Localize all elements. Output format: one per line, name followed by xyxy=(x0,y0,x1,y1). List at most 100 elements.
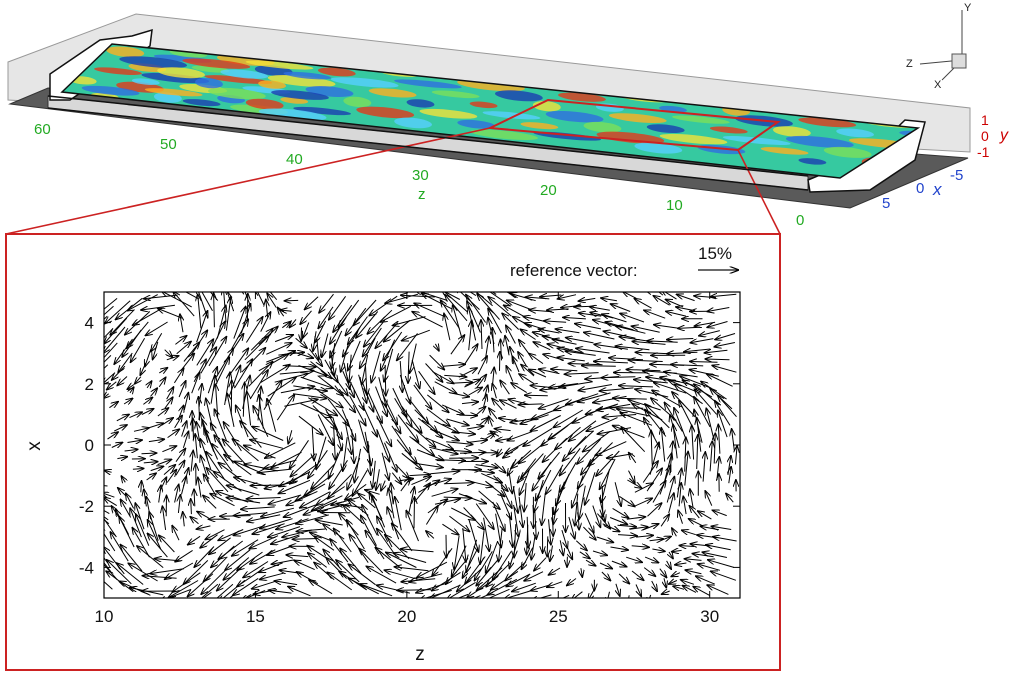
velocity-arrow xyxy=(121,476,125,482)
velocity-arrow xyxy=(383,331,403,360)
velocity-arrow xyxy=(104,526,116,552)
velocity-arrow xyxy=(373,460,376,488)
velocity-arrow xyxy=(475,407,485,416)
velocity-arrow xyxy=(579,384,612,391)
velocity-arrow xyxy=(579,485,586,519)
velocity-arrow xyxy=(675,563,687,565)
velocity-arrow xyxy=(169,580,199,598)
velocity-arrow xyxy=(711,526,732,529)
velocity-arrow xyxy=(692,426,694,460)
velocity-arrow xyxy=(384,348,394,382)
velocity-arrow xyxy=(667,352,698,353)
velocity-arrow xyxy=(117,457,127,459)
z-axis-label-3d: z xyxy=(418,186,426,203)
velocity-arrow xyxy=(207,468,229,493)
velocity-arrow xyxy=(314,387,343,407)
velocity-arrow xyxy=(182,432,188,449)
velocity-arrow xyxy=(254,292,265,306)
contour-blob xyxy=(659,133,728,145)
velocity-arrow xyxy=(272,559,295,565)
zoom-line-right xyxy=(737,149,781,235)
velocity-arrow xyxy=(162,506,165,530)
x-tick-label: 4 xyxy=(85,314,94,333)
velocity-arrow xyxy=(376,429,389,462)
velocity-arrow xyxy=(227,498,261,504)
velocity-arrow xyxy=(397,333,418,360)
contour-blob xyxy=(823,146,872,158)
velocity-arrow xyxy=(478,418,488,426)
velocity-arrow xyxy=(249,370,268,400)
velocity-arrow xyxy=(600,388,634,391)
velocity-arrow xyxy=(167,429,180,439)
velocity-arrow xyxy=(268,526,301,538)
velocity-arrow xyxy=(549,567,561,575)
velocity-arrow xyxy=(714,433,715,464)
contour-blob xyxy=(608,113,667,123)
velocity-arrow xyxy=(707,321,728,328)
velocity-arrow xyxy=(175,336,186,345)
velocity-arrow xyxy=(194,489,195,507)
velocity-arrow xyxy=(505,336,510,356)
velocity-arrow xyxy=(244,292,252,308)
velocity-arrow xyxy=(435,460,465,461)
velocity-arrow xyxy=(111,443,123,448)
velocity-arrow xyxy=(188,535,201,544)
velocity-arrow xyxy=(609,408,644,409)
velocity-arrow xyxy=(183,393,188,411)
velocity-arrow xyxy=(348,340,361,371)
velocity-arrow xyxy=(668,493,674,514)
contour-blob xyxy=(457,119,496,129)
velocity-arrow xyxy=(463,527,466,562)
velocity-arrow xyxy=(312,426,314,460)
velocity-arrow xyxy=(240,304,250,334)
contour-blob xyxy=(520,122,559,130)
velocity-arrow xyxy=(651,398,677,421)
velocity-arrow xyxy=(556,329,580,334)
velocity-arrow xyxy=(494,462,506,473)
velocity-arrow xyxy=(521,453,544,479)
velocity-arrow xyxy=(475,465,498,468)
velocity-arrow xyxy=(718,410,728,438)
velocity-arrow xyxy=(371,350,381,383)
velocity-arrow xyxy=(258,354,289,372)
velocity-arrow xyxy=(469,292,477,297)
velocity-arrow xyxy=(210,376,215,404)
velocity-arrow xyxy=(582,366,616,367)
velocity-arrow xyxy=(211,423,227,454)
velocity-arrow xyxy=(173,292,195,317)
velocity-arrow xyxy=(183,512,185,527)
velocity-arrow xyxy=(599,562,612,569)
contour-blob xyxy=(798,117,857,128)
reference-vector: reference vector: 15% xyxy=(510,244,738,280)
velocity-arrow xyxy=(316,436,327,470)
z-tick-3d: 50 xyxy=(160,136,177,153)
velocity-arrow xyxy=(445,295,468,322)
velocity-arrow xyxy=(393,316,426,326)
velocity-arrow xyxy=(531,594,552,598)
velocity-arrow xyxy=(157,460,172,466)
velocity-arrow xyxy=(176,342,191,355)
x-tick-3d: -5 xyxy=(950,167,963,184)
velocity-arrow xyxy=(607,591,610,598)
velocity-arrow xyxy=(442,292,468,313)
velocity-arrow xyxy=(334,529,352,553)
velocity-arrow xyxy=(395,497,402,531)
velocity-arrow xyxy=(685,438,686,472)
velocity-arrow xyxy=(616,346,650,351)
velocity-arrow xyxy=(531,415,561,432)
velocity-arrow xyxy=(697,435,698,470)
velocity-arrow xyxy=(631,570,644,580)
contour-blob xyxy=(81,85,140,96)
velocity-arrow xyxy=(177,406,183,421)
contour-blob xyxy=(646,124,685,133)
velocity-arrow xyxy=(191,499,192,515)
velocity-arrow xyxy=(296,514,329,524)
velocity-arrow xyxy=(149,512,159,541)
velocity-arrow xyxy=(247,498,281,499)
velocity-arrow xyxy=(607,453,633,458)
velocity-arrow xyxy=(595,441,627,456)
velocity-arrow xyxy=(385,364,386,396)
velocity-arrow xyxy=(141,453,157,454)
velocity-arrow xyxy=(300,310,312,324)
velocity-arrow xyxy=(610,547,629,550)
